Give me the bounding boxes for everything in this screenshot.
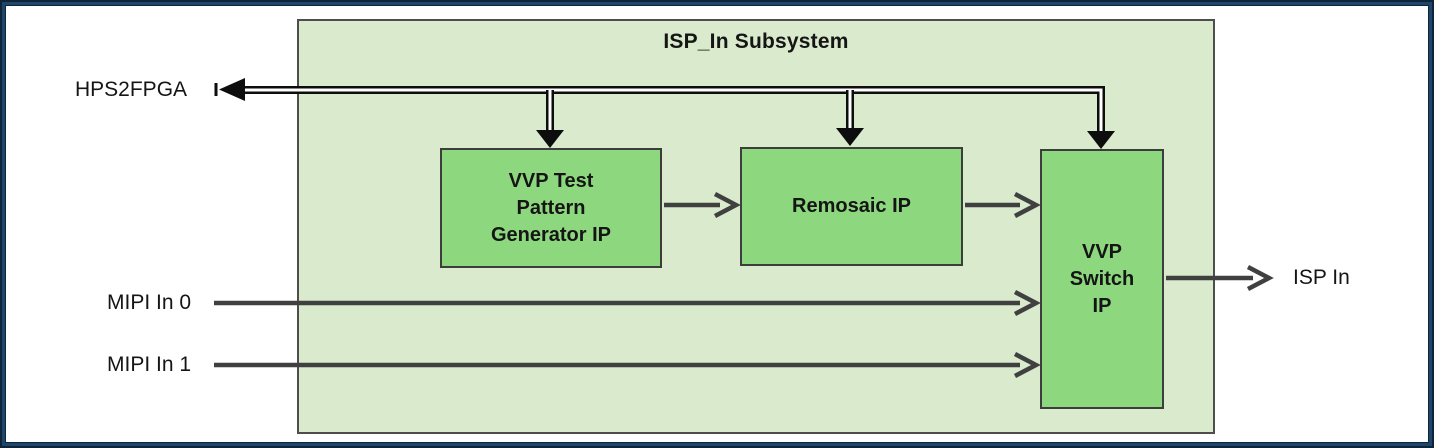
block-label-line: VVP <box>1081 240 1123 263</box>
block-label-line: Switch <box>1069 267 1135 290</box>
block-label-line: Remosaic IP <box>792 195 911 217</box>
bus-tail-tick <box>214 83 218 96</box>
block-label-line: Generator IP <box>490 223 612 246</box>
block-label-line: VVP Test <box>508 169 594 192</box>
block-label-line: Pattern <box>516 196 586 219</box>
hps2fpga-label: HPS2FPGA <box>75 78 188 101</box>
subsystem-title: ISP_In Subsystem <box>663 30 849 53</box>
isp-in-label: ISP In <box>1293 266 1350 289</box>
bus-left-arrowhead <box>219 78 245 101</box>
vvp-test-pattern-generator-block: VVP Test Pattern Generator IP <box>440 148 662 268</box>
mipi-in-1-label: MIPI In 1 <box>107 353 192 376</box>
block-label-line: IP <box>1092 294 1112 317</box>
mipi-in-0-label: MIPI In 0 <box>107 291 192 314</box>
vvp-switch-ip-block: VVP Switch IP <box>1040 149 1164 409</box>
remosaic-ip-block: Remosaic IP <box>740 147 963 266</box>
